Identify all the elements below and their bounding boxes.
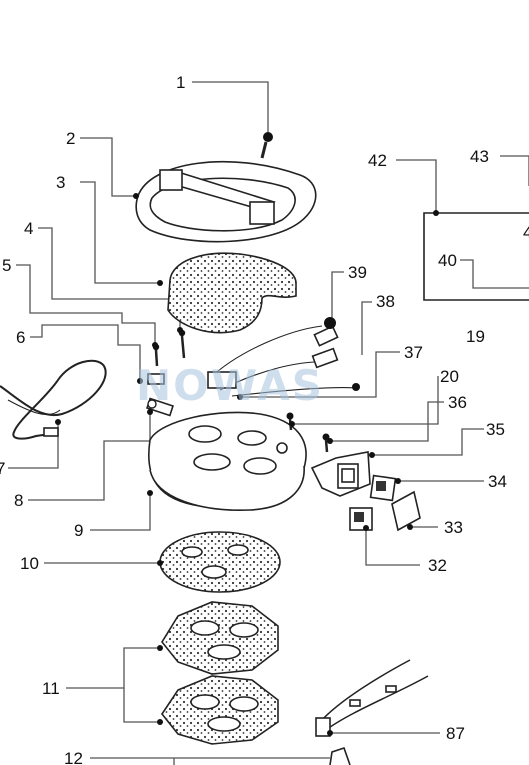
callout-3: 3: [56, 173, 65, 192]
callout-12: 12: [64, 749, 83, 765]
callout-9: 9: [74, 521, 83, 540]
callout-11: 11: [42, 679, 60, 698]
callout-5: 5: [2, 256, 11, 275]
clip-part-6: [147, 373, 165, 385]
callout-35: 35: [486, 420, 505, 439]
callout-1: 1: [176, 73, 185, 92]
motor-wiring-assembly: [207, 317, 360, 397]
leader-lines: [8, 81, 529, 765]
filter-disc-part-10: [159, 531, 281, 593]
callout-8: 8: [14, 491, 23, 510]
top-handle-frame-part-2: [135, 160, 317, 243]
callout-37: 37: [404, 343, 423, 362]
filter-pad-part-11-upper: [161, 601, 279, 675]
sub-assembly-box: [423, 212, 529, 301]
filter-pad-part-11-lower: [161, 675, 279, 745]
callout-labels: 1 2 3 4 5 6 7 8 9 10 11 12 19 20 32 33 3…: [0, 73, 507, 765]
callout-7: 7: [0, 459, 5, 478]
callout-6: 6: [16, 328, 25, 347]
switch-part-32: [349, 507, 373, 531]
partial-callout-digit: 4: [523, 223, 529, 242]
power-cord-part-7: [0, 359, 107, 440]
callout-39: 39: [348, 263, 367, 282]
foam-filter-part-3: [167, 252, 297, 334]
screw-part-36: [322, 433, 330, 453]
callout-10: 10: [20, 554, 39, 573]
callout-34: 34: [488, 472, 507, 491]
cover-plate-part-33: [391, 490, 421, 532]
callout-2: 2: [66, 129, 75, 148]
callout-43: 43: [470, 147, 489, 166]
callout-4: 4: [24, 219, 33, 238]
bolt-part-8: [146, 397, 174, 417]
screw-part-4: [178, 329, 186, 359]
screw-part-1: [260, 132, 273, 159]
callout-40: 40: [438, 251, 457, 270]
callout-32: 32: [428, 556, 447, 575]
leader-dots: [55, 193, 439, 736]
switch-housing-part-35: [310, 451, 371, 497]
motor-housing-part-9: [148, 411, 307, 511]
base-part-12: [329, 746, 351, 765]
callout-36: 36: [448, 393, 467, 412]
callout-42: 42: [368, 151, 387, 170]
callout-20: 20: [440, 367, 459, 386]
callout-87: 87: [446, 724, 465, 743]
callout-19: 19: [466, 327, 485, 346]
watermark-text: NOWAS: [136, 361, 324, 410]
callout-33: 33: [444, 518, 463, 537]
wire-harness-part-87: [315, 659, 429, 737]
switch-part-34: [369, 474, 397, 502]
callout-38: 38: [376, 292, 395, 311]
